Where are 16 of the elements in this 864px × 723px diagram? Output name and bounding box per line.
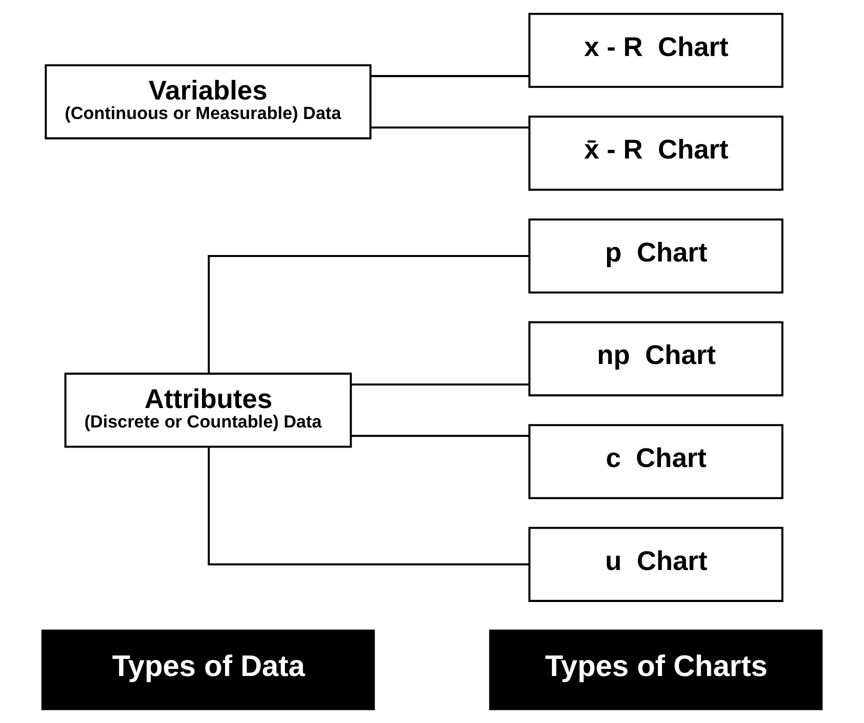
connector — [371, 75, 530, 78]
connector — [351, 383, 530, 386]
node-box: p Chart — [528, 218, 784, 294]
connector — [371, 126, 530, 128]
node-box: x - R Chart — [528, 12, 784, 88]
node-box: Attributes (Discrete or Countable) Data — [64, 372, 352, 448]
connector — [208, 446, 529, 566]
node-box: c Chart — [528, 424, 784, 500]
label: Types of Data — [112, 650, 305, 684]
connector — [351, 434, 530, 437]
label: Types of Charts — [544, 650, 768, 684]
node-box: x̄ - R Chart — [528, 116, 784, 191]
connector — [208, 254, 529, 374]
node-box: u Chart — [528, 526, 784, 602]
node-box: Variables (Continuous or Measurable) Data — [44, 64, 372, 140]
node-box: np Chart — [528, 321, 784, 396]
